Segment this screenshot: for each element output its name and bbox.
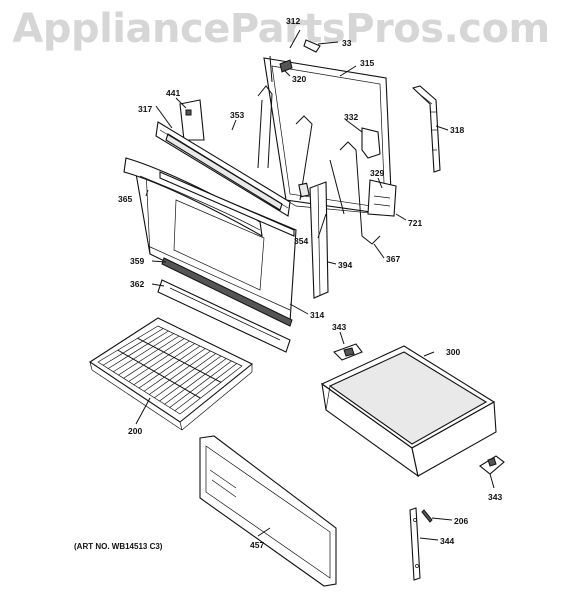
label-362: 362 [130, 279, 144, 289]
rack-crossbar [117, 349, 201, 399]
rack-wire [108, 330, 169, 369]
side-channel-394 [298, 181, 329, 299]
label-365: 365 [118, 194, 132, 204]
bracket-329 [367, 179, 397, 217]
label-312: 312 [286, 16, 300, 26]
control-panel-trim [155, 121, 291, 217]
rack-wire [143, 348, 206, 392]
door-gasket [411, 85, 441, 173]
label-457: 457 [250, 540, 264, 550]
screw-206 [421, 509, 433, 523]
label-200: 200 [128, 426, 142, 436]
label-441: 441 [166, 88, 180, 98]
label-317: 317 [138, 104, 152, 114]
label-300: 300 [446, 347, 460, 357]
rack-wire [123, 338, 185, 379]
label-359: 359 [130, 256, 144, 266]
label-344: 344 [440, 536, 454, 546]
label-343-upper: 343 [332, 322, 346, 332]
label-329: 329 [370, 168, 384, 178]
drawer-front-panel [199, 435, 337, 587]
rack-wire [113, 333, 174, 373]
label-33: 33 [342, 38, 352, 48]
rack-wire [164, 358, 227, 405]
leader-lines [135, 29, 495, 541]
label-315: 315 [360, 58, 374, 68]
label-320: 320 [292, 74, 306, 84]
top-clips [269, 39, 321, 83]
bracket-332 [361, 127, 381, 159]
label-318: 318 [450, 125, 464, 135]
label-367: 367 [386, 254, 400, 264]
drawer-slide-rail [409, 507, 421, 581]
outer-oven-door [123, 157, 297, 323]
label-354: 354 [294, 236, 308, 246]
oven-rack [88, 317, 254, 431]
rack-wire [174, 363, 237, 412]
hinge-wires [257, 85, 381, 245]
art-number: (ART NO. WB14513 C3) [74, 542, 163, 551]
rack-crossbar [137, 337, 222, 383]
storage-drawer [320, 345, 497, 478]
part-labels: 312 33 315 320 441 317 353 332 318 365 3… [118, 16, 502, 550]
label-206: 206 [454, 516, 468, 526]
rack-wire [138, 345, 201, 389]
drawer-slide-bracket-right [479, 455, 505, 475]
rack-wire [149, 350, 211, 395]
rack-wire [154, 353, 216, 399]
label-332: 332 [344, 112, 358, 122]
drawer-slide-bracket-left [333, 343, 363, 361]
rack-wire [128, 340, 190, 382]
rack-wire [159, 355, 222, 402]
label-394: 394 [338, 260, 352, 270]
label-314: 314 [310, 310, 324, 320]
watermark: AppliancePartsPros.com [12, 6, 550, 52]
bracket-441 [179, 99, 205, 141]
rack-wire [133, 343, 195, 386]
rack-wire [102, 328, 164, 366]
label-343-lower: 343 [488, 492, 502, 502]
label-353: 353 [230, 110, 244, 120]
rack-wire [169, 360, 232, 408]
label-721: 721 [408, 218, 422, 228]
door-bottom-trims [157, 257, 293, 353]
rack-wire [118, 335, 180, 376]
